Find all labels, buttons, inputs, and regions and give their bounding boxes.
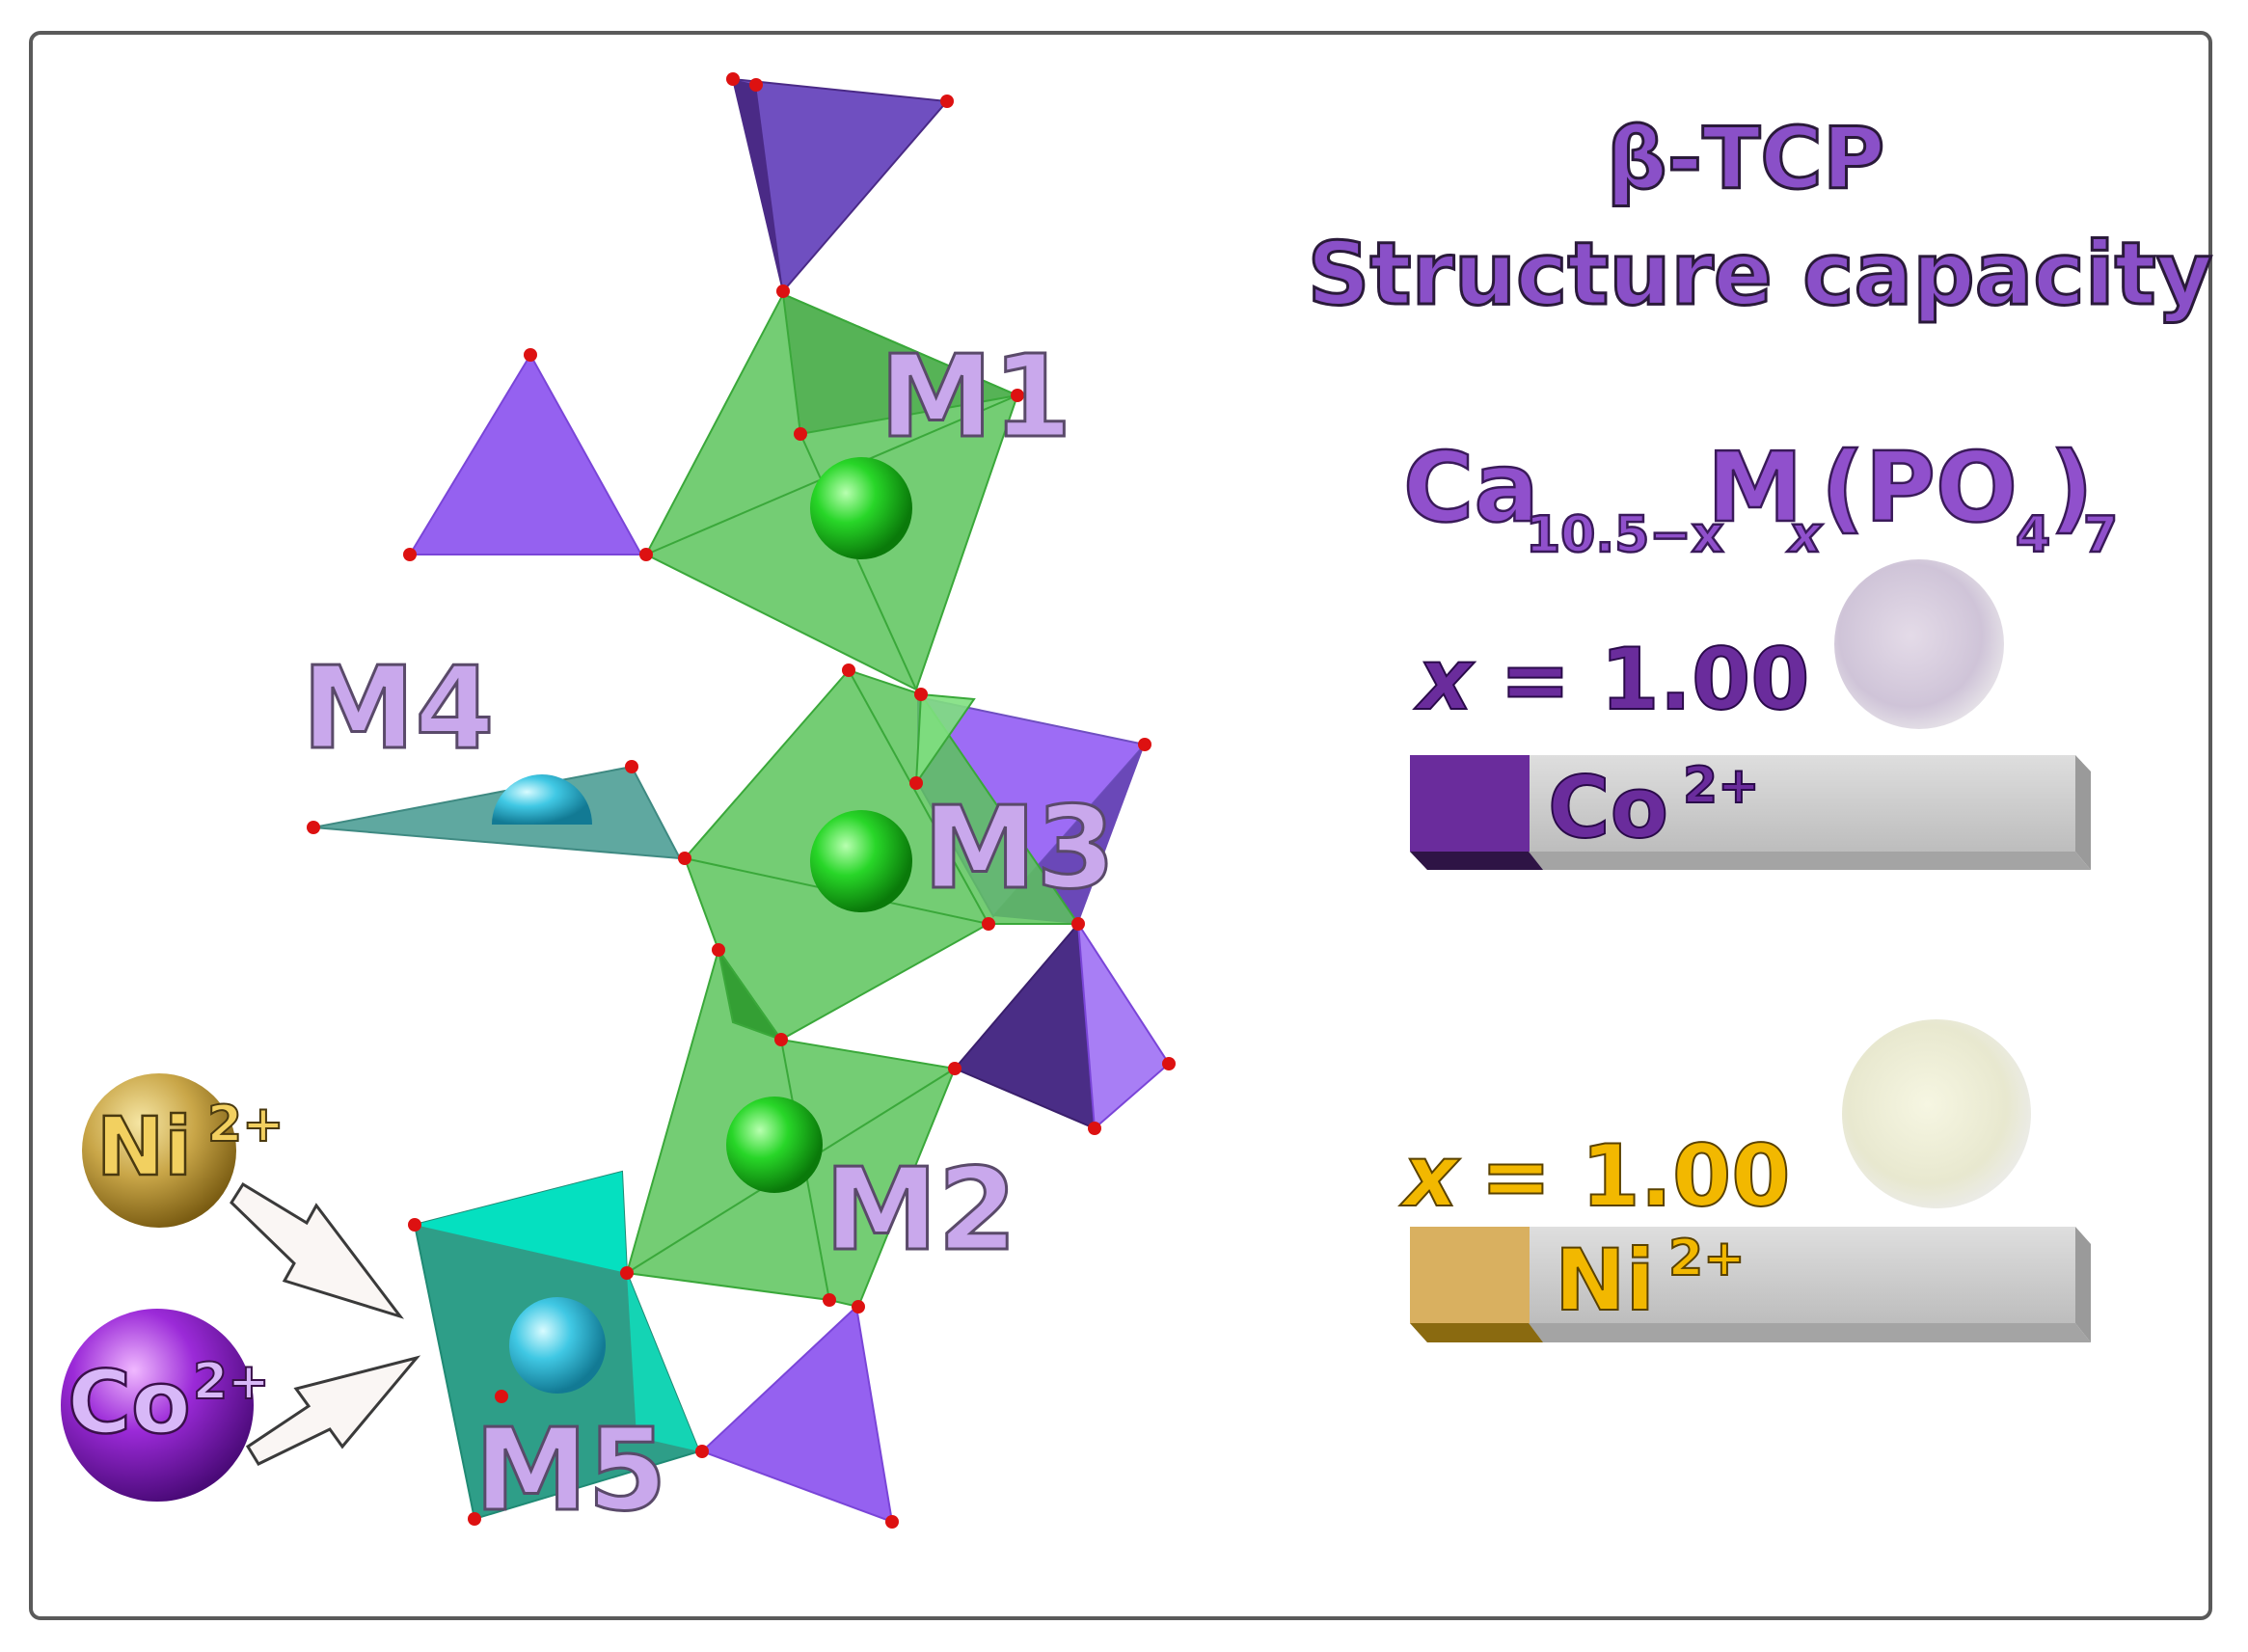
oxygen-dot bbox=[307, 821, 320, 834]
tetrahedron-m2-right-dark bbox=[953, 921, 1097, 1130]
tetrahedron-m2-right-light bbox=[1077, 923, 1171, 1131]
oxygen-dot bbox=[940, 95, 954, 108]
ni-bar-end bbox=[2075, 1227, 2091, 1342]
oxygen-dot bbox=[1088, 1122, 1101, 1135]
oxygen-dot bbox=[909, 776, 923, 790]
tetrahedron-left bbox=[408, 353, 643, 555]
atom-m3 bbox=[810, 810, 912, 912]
substitution-arrows bbox=[230, 1181, 421, 1466]
co-symbol: Co bbox=[68, 1352, 191, 1453]
co-powder-photo bbox=[1834, 559, 2004, 729]
tetrahedron-top-edge bbox=[733, 79, 783, 291]
ni-bar-bottom bbox=[1410, 1323, 2091, 1342]
oxygen-dot bbox=[914, 688, 928, 701]
oxygen-dot bbox=[639, 548, 653, 561]
oxygen-dot bbox=[726, 72, 740, 86]
oxygen-dot bbox=[524, 348, 537, 362]
octahedron-m3-face bbox=[914, 692, 976, 787]
ni-bar-fill-bottom bbox=[1410, 1323, 1543, 1342]
co-bar-bottom bbox=[1410, 852, 2091, 870]
formula-sub-7: 7 bbox=[2083, 506, 2118, 564]
title-line-2: Structure capacity bbox=[1308, 224, 2213, 325]
formula-sub-4: 4 bbox=[2016, 506, 2050, 564]
oxygen-atoms bbox=[307, 72, 1176, 1529]
ni-ion: Ni 2+ bbox=[82, 1073, 285, 1228]
formula-m: M bbox=[1707, 431, 1803, 544]
oxygen-dot bbox=[823, 1293, 836, 1307]
ni-bar-fill bbox=[1410, 1227, 1530, 1323]
oxygen-dot bbox=[982, 917, 995, 931]
ni-symbol: Ni bbox=[96, 1099, 192, 1194]
ni-bar-ion-symbol: Ni bbox=[1555, 1231, 1655, 1330]
ni-powder-photo bbox=[1842, 1019, 2031, 1208]
formula-ca: Ca bbox=[1403, 431, 1539, 544]
title-block: β-TCP Structure capacity bbox=[1306, 108, 2214, 327]
oxygen-dot bbox=[625, 760, 638, 773]
ni-sphere bbox=[82, 1073, 236, 1228]
atom-m2 bbox=[726, 1097, 823, 1193]
atom-m5 bbox=[509, 1297, 606, 1394]
octahedron-m1-face bbox=[781, 292, 1021, 436]
title-line-1: β-TCP bbox=[1607, 109, 1885, 208]
co-x-value: = 1.00 bbox=[1500, 630, 1810, 729]
m5-side-face bbox=[627, 1273, 699, 1451]
co-bar-fill bbox=[1410, 755, 1530, 852]
label-m4: M4 bbox=[302, 641, 495, 774]
co-composition-bar: x = 1.00 Co 2+ bbox=[1410, 629, 2091, 870]
ni-x-value: = 1.00 bbox=[1480, 1126, 1791, 1226]
oxygen-dot bbox=[1138, 738, 1151, 751]
ni-x-label: x bbox=[1399, 1126, 1461, 1226]
oxygen-dot bbox=[948, 1062, 961, 1075]
oxygen-dot bbox=[852, 1300, 865, 1313]
label-m5: M5 bbox=[474, 1403, 667, 1536]
co-x-label: x bbox=[1414, 630, 1476, 729]
oxygen-dot bbox=[776, 284, 790, 298]
octahedron-m2-face bbox=[718, 949, 784, 1043]
oxygen-dot bbox=[695, 1445, 709, 1458]
oxygen-dot bbox=[468, 1512, 481, 1526]
oxygen-dot bbox=[712, 943, 725, 957]
oxygen-dot bbox=[774, 1033, 788, 1046]
oxygen-dot bbox=[794, 427, 807, 441]
formula-sub-m: x bbox=[1786, 506, 1823, 564]
oxygen-dot bbox=[620, 1266, 634, 1280]
co-bar-ion-symbol: Co bbox=[1548, 758, 1668, 857]
formula-po: (PO bbox=[1821, 431, 2018, 544]
atom-m1 bbox=[810, 457, 912, 559]
oxygen-dot bbox=[842, 664, 855, 677]
oxygen-dot bbox=[408, 1218, 421, 1232]
oxygen-dot bbox=[678, 852, 691, 865]
ni-composition-bar: x = 1.00 Ni 2+ bbox=[1398, 1125, 2091, 1342]
atom-m4 bbox=[492, 774, 592, 825]
ni-bar-ion-charge: 2+ bbox=[1668, 1230, 1746, 1287]
oxygen-dot bbox=[749, 78, 763, 92]
atoms bbox=[492, 457, 912, 1394]
arrow-ni-to-m5 bbox=[230, 1181, 405, 1319]
co-bar-fill-bottom bbox=[1410, 852, 1543, 870]
tetrahedron-bottom bbox=[700, 1304, 894, 1524]
oxygen-dot bbox=[1071, 917, 1085, 931]
formula-close: ) bbox=[2049, 431, 2094, 544]
label-m2: M2 bbox=[825, 1143, 1017, 1276]
oxygen-dot bbox=[885, 1515, 899, 1529]
oxygen-dot bbox=[1011, 389, 1024, 402]
label-m3: M3 bbox=[923, 781, 1116, 914]
label-m1: M1 bbox=[880, 330, 1072, 463]
formula: Ca 10.5−x M x (PO 4 ) 7 bbox=[1402, 430, 2120, 566]
m5-top-face bbox=[415, 1172, 627, 1273]
arrow-co-to-m5 bbox=[245, 1355, 421, 1466]
ni-charge: 2+ bbox=[207, 1096, 284, 1153]
oxygen-dot bbox=[1162, 1057, 1176, 1070]
site-labels: M1 M4 M3 M2 M5 bbox=[301, 329, 1118, 1538]
formula-sub-ca: 10.5−x bbox=[1526, 506, 1723, 564]
oxygen-dot bbox=[495, 1390, 508, 1403]
co-sphere bbox=[61, 1309, 254, 1502]
co-ion: Co 2+ bbox=[61, 1309, 271, 1502]
co-bar-ion-charge: 2+ bbox=[1683, 757, 1760, 815]
oxygen-dot bbox=[403, 548, 417, 561]
co-charge: 2+ bbox=[193, 1353, 270, 1411]
co-bar-end bbox=[2075, 755, 2091, 870]
